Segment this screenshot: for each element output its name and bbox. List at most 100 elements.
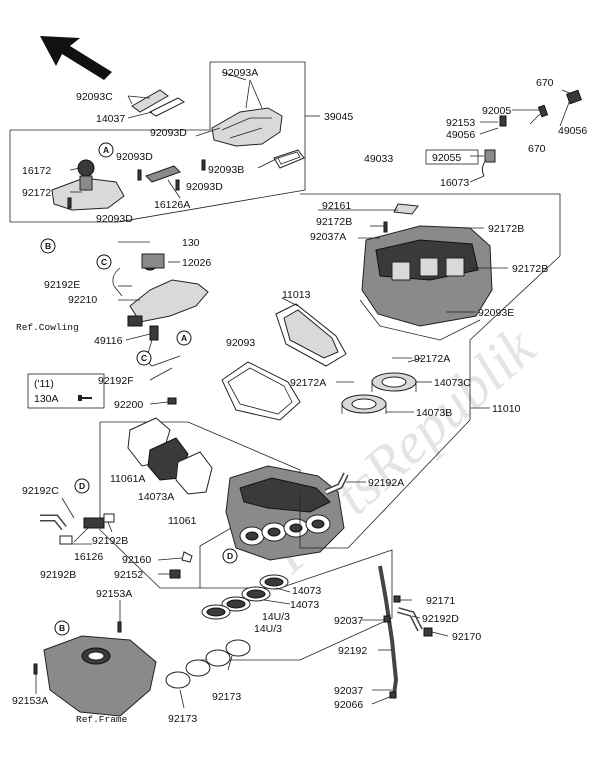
label-92192C: 92192C: [22, 485, 59, 497]
label-92192B-b: 92192B: [40, 569, 76, 581]
leader-lines: [35, 71, 573, 709]
label-92153A-2: 92153A: [12, 695, 48, 707]
label-670-b: 670: [528, 143, 546, 155]
label-39045: 39045: [324, 111, 353, 123]
year-note-box: [27, 373, 105, 409]
label-16172: 16172: [22, 165, 51, 177]
tray-frame-part: [33, 621, 157, 717]
label-16073: 16073: [440, 177, 469, 189]
label-130A: 130A: [34, 393, 59, 405]
airbox-outline-11010: [299, 193, 561, 549]
label-11061A: 11061A: [110, 473, 145, 485]
label-14073C: 14073C: [434, 377, 471, 389]
callout-a-top: A: [98, 142, 114, 158]
label-92172: 92172: [22, 187, 51, 199]
svg-text:B: B: [45, 241, 51, 251]
svg-text:A: A: [103, 145, 109, 155]
clamps-92173: [165, 639, 251, 689]
label-130: 130: [182, 237, 200, 249]
label-92172A-a: 92172A: [414, 353, 450, 365]
label-12026: 12026: [182, 257, 211, 269]
callout-d-left: D: [74, 478, 90, 494]
svg-text:D: D: [227, 551, 233, 561]
label-92161: 92161: [322, 200, 351, 212]
label-92192D: 92192D: [422, 613, 459, 625]
label-14073-b: 14073: [290, 599, 319, 611]
callout-d-box: D: [222, 548, 238, 564]
label-92093D-d: 92093D: [96, 213, 133, 225]
svg-text:C: C: [141, 353, 147, 363]
label-11061: 11061: [168, 515, 197, 527]
label-92210: 92210: [68, 294, 97, 306]
throttle-joints: [341, 372, 417, 414]
label-670-a: 670: [536, 77, 554, 89]
label-92192E: 92192E: [44, 279, 80, 291]
label-92093D-b: 92093D: [116, 151, 153, 163]
label-92153: 92153: [446, 117, 475, 129]
box-92055: [425, 149, 479, 165]
label-92093B: 92093B: [208, 164, 244, 176]
cylinder-head: [359, 203, 493, 341]
label-92153A-1: 92153A: [96, 588, 132, 600]
label-92170: 92170: [452, 631, 481, 643]
callout-b-top: B: [40, 238, 56, 254]
label-92192A: 92192A: [368, 477, 404, 489]
seal-rings-14073: [201, 574, 289, 620]
label-14073B: 14073B: [416, 407, 452, 419]
callout-c-mid: C: [136, 350, 152, 366]
filter-element: [275, 297, 347, 367]
label-92037-a: 92037: [334, 615, 363, 627]
label-92172B-2: 92172B: [488, 223, 524, 235]
label-92093D-c: 92093D: [186, 181, 223, 193]
label-16126A: 16126A: [154, 199, 190, 211]
label-92055: 92055: [432, 152, 461, 164]
breather-hose-group: [481, 89, 582, 177]
callout-a-mid: A: [176, 330, 192, 346]
label-11013: 11013: [282, 289, 311, 301]
bolt-130A-icon: [78, 395, 92, 401]
upper-cover-box: [9, 61, 320, 223]
callout-b-bottom: B: [54, 620, 70, 636]
label-92093: 92093: [226, 337, 255, 349]
label-14073A: 14073A: [138, 491, 174, 503]
label-92093C: 92093C: [76, 91, 113, 103]
label-year-11: ('11): [34, 378, 54, 390]
label-92152: 92152: [114, 569, 143, 581]
label-92093A: 92093A: [222, 67, 258, 79]
label-92192B-a: 92192B: [92, 535, 128, 547]
label-92192: 92192: [338, 645, 367, 657]
label-49056-a: 49056: [446, 129, 475, 141]
svg-text:D: D: [79, 481, 85, 491]
label-14073-a: 14073: [292, 585, 321, 597]
label-92192F: 92192F: [98, 375, 134, 387]
label-92171: 92171: [426, 595, 455, 607]
label-92172A-b: 92172A: [290, 377, 326, 389]
label-14037: 14037: [96, 113, 125, 125]
label-92200: 92200: [114, 399, 143, 411]
label-92173-a: 92173: [212, 691, 241, 703]
label-ref-frame: Ref.Frame: [76, 714, 128, 725]
gasket-92093: [221, 361, 301, 421]
label-49033: 49033: [364, 153, 393, 165]
hose-92192A: [324, 472, 349, 495]
label-92172B-3: 92172B: [512, 263, 548, 275]
label-92160: 92160: [122, 554, 151, 566]
svg-text:B: B: [59, 623, 65, 633]
label-92173-b: 92173: [168, 713, 197, 725]
label-92037A: 92037A: [310, 231, 346, 243]
callout-c-top: C: [96, 254, 112, 270]
front-arrow-icon: [40, 36, 112, 80]
label-92005: 92005: [482, 105, 511, 117]
air-box-lower: [99, 417, 345, 589]
drain-hose-92192: [378, 565, 433, 699]
label-49056-b: 49056: [558, 125, 587, 137]
label-16126: 16126: [74, 551, 103, 563]
label-92172B-1: 92172B: [316, 216, 352, 228]
label-14U3-a: 14U/3: [262, 611, 290, 623]
label-49116: 49116: [94, 335, 123, 347]
clamps-92160-92152: [169, 551, 193, 579]
label-11010: 11010: [492, 403, 521, 415]
label-92037-b: 92037: [334, 685, 363, 697]
